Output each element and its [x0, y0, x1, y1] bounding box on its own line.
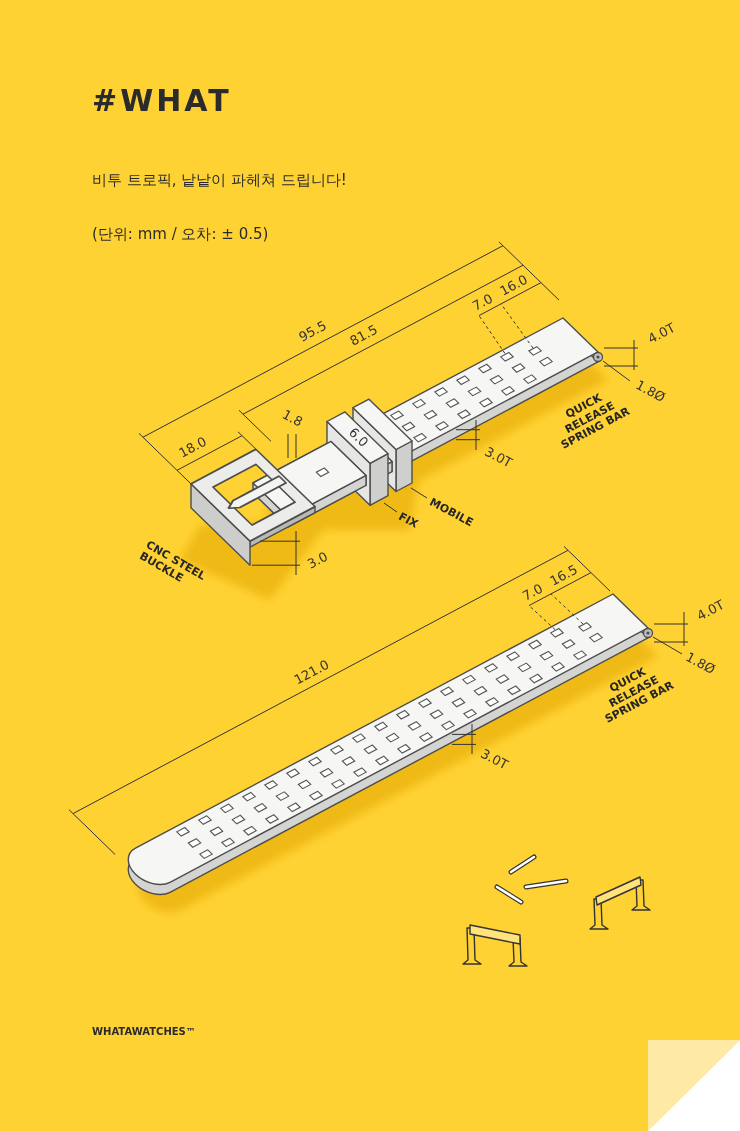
part-label: FIX — [396, 511, 420, 532]
dimension-label: 18.0 — [177, 435, 210, 462]
part-label: QUICK RELEASE SPRING BAR — [587, 655, 681, 729]
dimension-lines — [69, 242, 688, 855]
dimension-label: 81.5 — [348, 323, 381, 350]
dimension-label: 7.0 — [470, 291, 495, 314]
dimension-label: 1.8Ø — [683, 650, 717, 678]
spring-bar-end — [594, 353, 603, 362]
dimension-label: 3.0T — [478, 747, 510, 774]
dimension-label: 16.5 — [548, 563, 581, 590]
page-curl — [648, 1040, 740, 1131]
unit-note: (단위: mm / 오차: ± 0.5) — [92, 226, 268, 243]
part-label: CNC STEEL BUCKLE — [137, 539, 219, 601]
page-title: #WHAT — [92, 84, 232, 119]
dimension-label: 121.0 — [292, 658, 332, 689]
dimension-label: 3.0 — [305, 550, 330, 573]
dimension-label: 4.0T — [646, 321, 678, 348]
dimension-label: 95.5 — [297, 318, 330, 345]
spring-bar-tool — [463, 877, 650, 966]
brand-logo: WHATAWATCHES™ — [92, 1026, 196, 1038]
page-corner — [648, 1040, 740, 1131]
strap-top — [118, 594, 648, 891]
dimension-label: 16.0 — [498, 273, 531, 300]
part-label: MOBILE — [427, 496, 475, 529]
spring-bar-end — [644, 629, 653, 638]
spring-bar-pin — [646, 631, 649, 634]
spring-bar-pin — [596, 355, 599, 358]
dimension-label: 1.8Ø — [633, 378, 667, 406]
part-label: QUICK RELEASE SPRING BAR — [543, 381, 637, 455]
strap-top — [253, 318, 598, 517]
subtitle: 비투 트로픽, 낱낱이 파헤쳐 드립니다! — [92, 172, 347, 189]
dimension-label: 6.0 — [345, 425, 370, 450]
dimension-label: 1.8 — [279, 408, 304, 431]
spring-bars — [497, 857, 566, 902]
dimension-label: 3.0T — [482, 445, 514, 472]
dimension-label: 7.0 — [520, 581, 545, 604]
dimension-label: 4.0T — [695, 598, 727, 625]
